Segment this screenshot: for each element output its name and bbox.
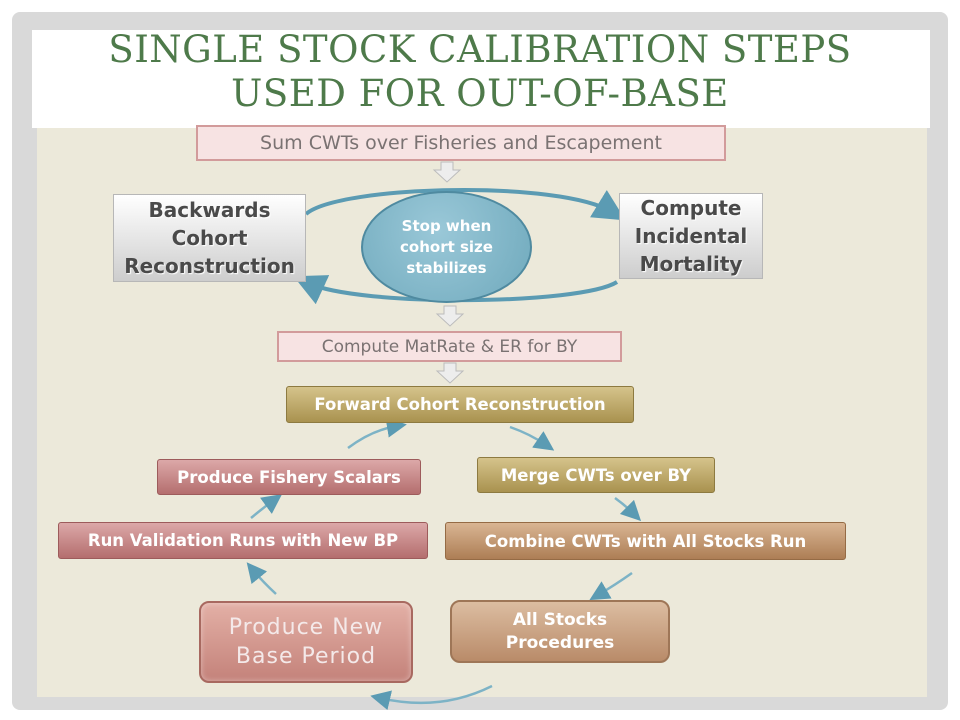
stop-line-3: stabilizes <box>406 258 487 277</box>
incidental-line-1: Compute <box>640 196 742 220</box>
cycle-arrow-newbase-to-validation <box>246 562 277 595</box>
incidental-line-3: Mortality <box>639 252 743 276</box>
title-line-1: SINGLE STOCK CALIBRATION STEPS <box>108 28 852 71</box>
stop-condition-ellipse: Stop when cohort size stabilizes <box>361 191 532 303</box>
matrate-box: Compute MatRate & ER for BY <box>277 331 622 362</box>
backwards-line-1: Backwards <box>148 198 271 222</box>
fishery-scalars-label: Produce Fishery Scalars <box>177 467 401 487</box>
validation-runs-label: Run Validation Runs with New BP <box>87 531 399 550</box>
merge-cwts-box: Merge CWTs over BY <box>477 457 715 493</box>
new-base-period-box: Produce New Base Period <box>199 601 413 683</box>
all-stocks-procedures-box: All Stocks Procedures <box>450 600 670 663</box>
cycle-arrow-merge-to-combine <box>614 496 642 522</box>
forward-cohort-label: Forward Cohort Reconstruction <box>314 395 606 414</box>
fishery-scalars-box: Produce Fishery Scalars <box>157 459 421 495</box>
loop-arc-top <box>304 188 626 221</box>
cycle-arrow-allstocks-to-newbase <box>370 684 493 711</box>
backwards-cohort-box: Backwards Cohort Reconstruction <box>113 194 306 282</box>
incidental-line-2: Incidental <box>634 224 748 248</box>
cycle-arrow-forward-to-merge <box>509 425 555 451</box>
cycle-arrow-validation-to-scalars <box>250 494 283 519</box>
down-arrow-2 <box>435 305 465 327</box>
merge-cwts-label: Merge CWTs over BY <box>500 465 692 485</box>
new-base-line-1: Produce New <box>228 615 384 640</box>
all-stocks-line-2: Procedures <box>505 632 615 653</box>
sum-cwts-label: Sum CWTs over Fisheries and Escapement <box>260 132 662 154</box>
cycle-arrow-combine-to-allstocks <box>589 571 633 601</box>
combine-cwts-label: Combine CWTs with All Stocks Run <box>484 531 807 551</box>
sum-cwts-box: Sum CWTs over Fisheries and Escapement <box>196 125 726 161</box>
validation-runs-box: Run Validation Runs with New BP <box>58 522 428 559</box>
slide-title: SINGLE STOCK CALIBRATION STEPS USED FOR … <box>40 28 920 116</box>
forward-cohort-box: Forward Cohort Reconstruction <box>286 386 634 423</box>
down-arrow-3 <box>435 362 465 384</box>
stop-line-2: cohort size <box>400 237 493 256</box>
combine-cwts-box: Combine CWTs with All Stocks Run <box>445 522 846 560</box>
backwards-line-2: Cohort <box>171 226 248 250</box>
new-base-line-2: Base Period <box>235 644 377 669</box>
backwards-line-3: Reconstruction <box>124 254 295 278</box>
title-band <box>32 30 930 128</box>
stop-line-1: Stop when <box>401 216 492 235</box>
all-stocks-line-1: All Stocks <box>512 609 608 630</box>
matrate-label: Compute MatRate & ER for BY <box>321 336 578 357</box>
down-arrow-1 <box>432 161 462 183</box>
incidental-mortality-box: Compute Incidental Mortality <box>619 193 763 279</box>
cycle-arrow-scalars-to-forward <box>347 417 407 450</box>
title-line-2: USED FOR OUT-OF-BASE <box>231 72 729 115</box>
